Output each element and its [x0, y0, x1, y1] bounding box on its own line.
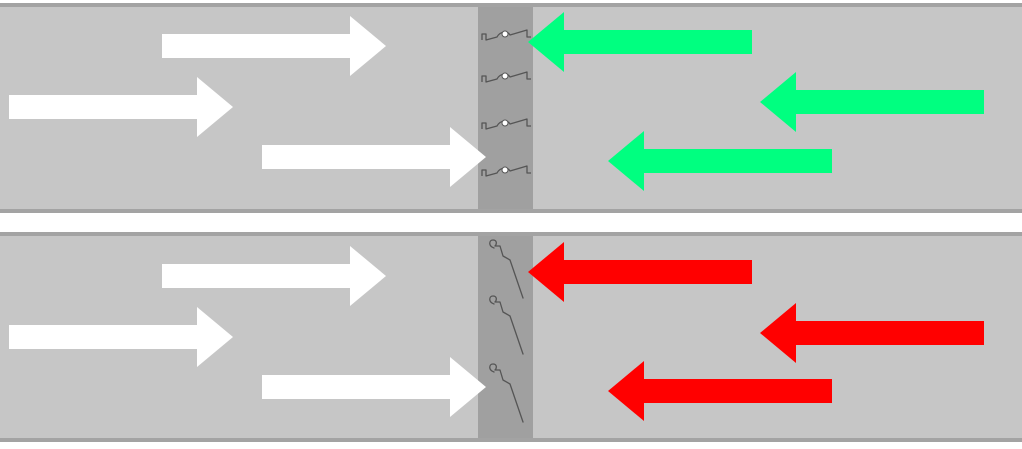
wire-clip-knot	[501, 72, 509, 80]
wire-clip-knot	[501, 166, 509, 174]
wire-clip-knot	[501, 30, 509, 38]
incoming-arrow	[262, 127, 486, 187]
incoming-arrow	[162, 16, 386, 76]
bottom-center-zone	[478, 236, 533, 438]
wire-hook-icon	[489, 239, 524, 299]
wire-clip-knot	[501, 119, 509, 127]
blocked-arrow-green	[760, 72, 984, 132]
incoming-arrow	[9, 307, 233, 367]
blocked-arrow-red	[760, 303, 984, 363]
blocked-arrow-green	[608, 131, 832, 191]
blocked-arrow-red	[608, 361, 832, 421]
wire-hook-icon	[489, 295, 524, 355]
incoming-arrow	[9, 77, 233, 137]
blocked-arrow-green	[528, 12, 752, 72]
incoming-arrow	[262, 357, 486, 417]
blocked-arrow-red	[528, 242, 752, 302]
wire-hook-icon	[489, 363, 524, 423]
incoming-arrow	[162, 246, 386, 306]
